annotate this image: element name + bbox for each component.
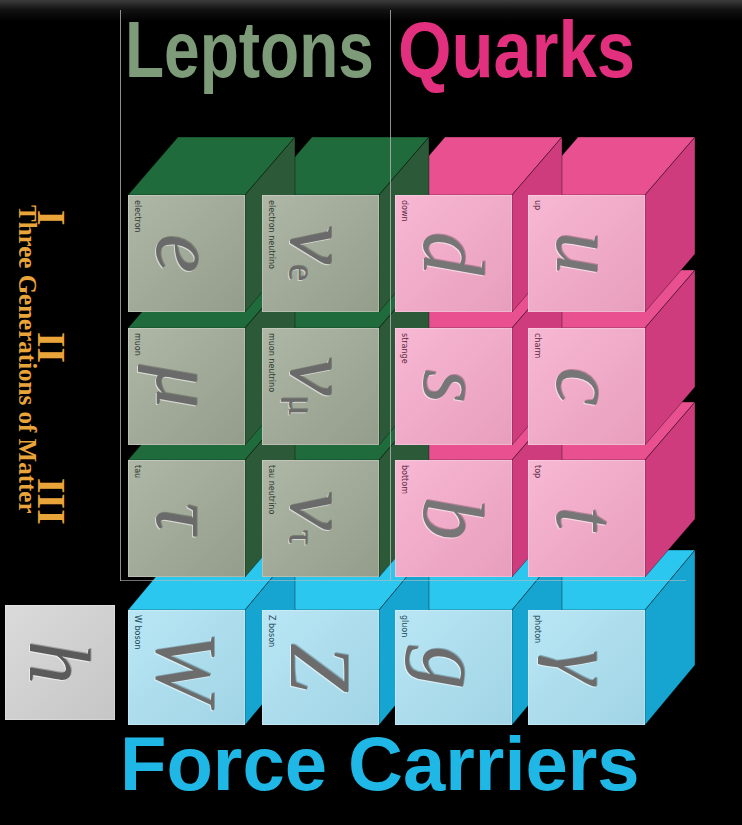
symbol-holder: h bbox=[5, 605, 115, 720]
particle-symbol: u bbox=[543, 232, 630, 276]
particle-cube: eelectron bbox=[128, 195, 245, 312]
particle-symbol: Z bbox=[277, 643, 364, 691]
axis-label: Three Generations of Matter bbox=[13, 205, 41, 513]
symbol-holder: b bbox=[395, 460, 512, 577]
symbol-holder: e bbox=[128, 195, 245, 312]
particle-cube: bbottom bbox=[395, 460, 512, 577]
particle-cube: sstrange bbox=[395, 328, 512, 445]
particle-name: charm bbox=[532, 333, 542, 358]
symbol-holder: ντ bbox=[262, 460, 379, 577]
particle-cube: γphoton bbox=[528, 610, 645, 725]
particle-name: top bbox=[532, 465, 542, 478]
particle-name: muon neutrino bbox=[266, 333, 276, 392]
particle-symbol: d bbox=[410, 232, 497, 276]
particle-cube: u up bbox=[528, 195, 645, 312]
symbol-holder: c bbox=[528, 328, 645, 445]
particle-name: electron bbox=[132, 200, 142, 233]
particle-symbol: e bbox=[143, 234, 230, 273]
particle-name: strange bbox=[399, 333, 409, 364]
frame-line bbox=[120, 580, 686, 581]
particle-name: W boson bbox=[132, 615, 142, 650]
particle-cube: νeelectron neutrino bbox=[262, 195, 379, 312]
particle-symbol: t bbox=[543, 506, 630, 530]
particle-symbol: s bbox=[410, 370, 497, 404]
particle-cube: ggluon bbox=[395, 610, 512, 725]
symbol-holder: γ bbox=[528, 610, 645, 725]
particle-cube: νμmuon neutrino bbox=[262, 328, 379, 445]
particle-symbol: c bbox=[543, 367, 630, 406]
cube-side-face bbox=[645, 550, 695, 725]
particle-symbol: τ bbox=[143, 503, 230, 534]
particle-symbol: νe bbox=[277, 226, 364, 282]
particle-name: Z boson bbox=[266, 615, 276, 647]
particle-cube: ccharm bbox=[528, 328, 645, 445]
symbol-holder: μ bbox=[128, 328, 245, 445]
particle-symbol: γ bbox=[543, 650, 630, 684]
cube-side-face bbox=[645, 137, 695, 312]
particle-symbol: μ bbox=[143, 365, 230, 409]
frame-line bbox=[390, 10, 391, 581]
particle-cube: ddown bbox=[395, 195, 512, 312]
group-heading: Leptons bbox=[125, 10, 374, 90]
particle-symbol: νμ bbox=[277, 357, 364, 416]
particle-cube: ZZ boson bbox=[262, 610, 379, 725]
particle-cube: WW boson bbox=[128, 610, 245, 725]
particle-name: tau neutrino bbox=[266, 465, 276, 514]
symbol-holder: g bbox=[395, 610, 512, 725]
group-heading: Force Carriers bbox=[120, 726, 640, 802]
particle-name: bottom bbox=[399, 465, 409, 494]
symbol-holder: W bbox=[128, 610, 245, 725]
symbol-holder: νe bbox=[262, 195, 379, 312]
group-heading: Quarks bbox=[398, 10, 635, 90]
particle-name: down bbox=[399, 200, 409, 222]
symbol-holder: u bbox=[528, 195, 645, 312]
symbol-holder: s bbox=[395, 328, 512, 445]
particle-name: up bbox=[532, 200, 542, 210]
particle-cube: μmuon bbox=[128, 328, 245, 445]
particle-symbol: ντ bbox=[277, 491, 364, 545]
particle-symbol: W bbox=[143, 631, 230, 703]
particle-cube: t top bbox=[528, 460, 645, 577]
particle-name: gluon bbox=[399, 615, 409, 637]
particle-box: h bbox=[5, 605, 115, 720]
symbol-holder: d bbox=[395, 195, 512, 312]
frame-line bbox=[120, 10, 121, 581]
particle-name: photon bbox=[532, 615, 542, 643]
frame-lines bbox=[120, 10, 686, 581]
symbol-holder: νμ bbox=[262, 328, 379, 445]
symbol-holder: τ bbox=[128, 460, 245, 577]
particle-symbol: b bbox=[410, 497, 497, 541]
particle-cube: ντtau neutrino bbox=[262, 460, 379, 577]
particle-symbol: h bbox=[17, 641, 104, 685]
particle-name: muon bbox=[132, 333, 142, 356]
particle-symbol: g bbox=[410, 646, 497, 690]
particle-name: electron neutrino bbox=[266, 200, 276, 269]
particle-cube: τ tau bbox=[128, 460, 245, 577]
symbol-holder: Z bbox=[262, 610, 379, 725]
particle-name: tau bbox=[132, 465, 142, 478]
symbol-holder: t bbox=[528, 460, 645, 577]
